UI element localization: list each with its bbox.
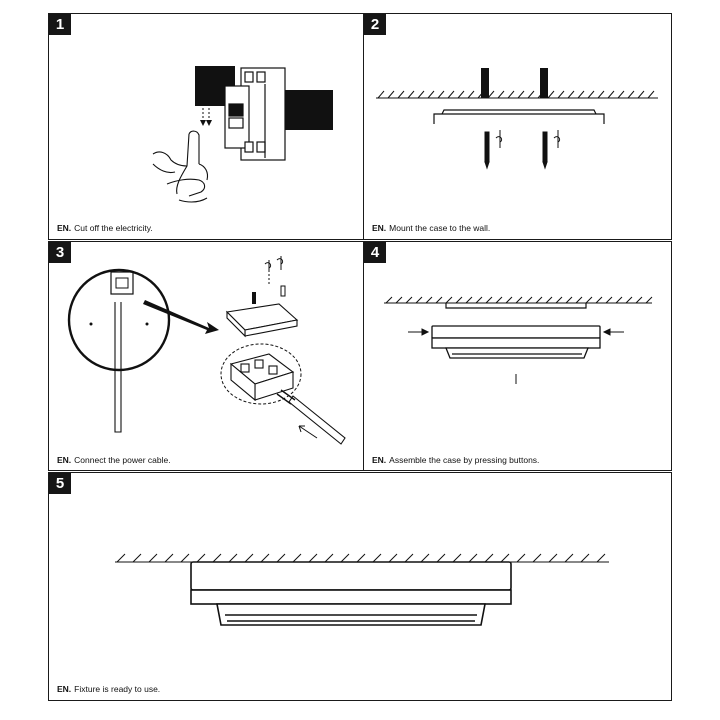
step-2-text: Mount the case to the wall.	[389, 223, 491, 233]
step-1-panel: 1	[48, 13, 364, 240]
step-3-number: 3	[49, 242, 71, 263]
step-2-panel: 2 EN.Mount the case to the wall.	[363, 13, 672, 240]
step-2-caption: EN.Mount the case to the wall.	[372, 223, 490, 233]
installed-fixture-icon	[190, 561, 512, 626]
step-4-text: Assemble the case by pressing buttons.	[389, 455, 540, 465]
wall-anchor-icon	[481, 68, 548, 98]
step-4-caption: EN.Assemble the case by pressing buttons…	[372, 455, 539, 465]
step-3-caption: EN.Connect the power cable.	[57, 455, 171, 465]
fixture-case-icon	[431, 325, 601, 359]
cut-electricity-illustration	[152, 66, 333, 203]
step-3-text: Connect the power cable.	[74, 455, 171, 465]
mount-case-illustration	[376, 68, 658, 170]
step-1-text: Cut off the electricity.	[74, 223, 153, 233]
step-5-prefix: EN.	[57, 684, 72, 694]
step-4-prefix: EN.	[372, 455, 387, 465]
screw-icon	[484, 131, 548, 170]
connect-cable-illustration	[67, 256, 346, 445]
step-5-number: 5	[49, 473, 71, 494]
step-1-caption: EN.Cut off the electricity.	[57, 223, 153, 233]
ceiling-base-icon	[67, 268, 171, 372]
step-3-panel: 3	[48, 241, 364, 471]
step-2-prefix: EN.	[372, 223, 387, 233]
step-1-prefix: EN.	[57, 223, 72, 233]
terminal-block-icon	[229, 353, 295, 402]
fixture-ready-illustration	[115, 553, 609, 626]
assemble-case-illustration	[384, 296, 653, 384]
circuit-breaker-icon	[224, 67, 286, 161]
hand-icon	[152, 130, 209, 203]
arrow-icon	[143, 300, 219, 334]
step-5-panel: 5 EN.Fixture is ready to use.	[48, 472, 672, 701]
step-4-number: 4	[364, 242, 386, 263]
step-5-caption: EN.Fixture is ready to use.	[57, 684, 160, 694]
step-5-text: Fixture is ready to use.	[74, 684, 161, 694]
step-2-number: 2	[364, 14, 386, 35]
step-4-panel: 4 EN.Assemble the case by pressing butto…	[363, 241, 672, 471]
step-3-prefix: EN.	[57, 455, 72, 465]
step-1-number: 1	[49, 14, 71, 35]
